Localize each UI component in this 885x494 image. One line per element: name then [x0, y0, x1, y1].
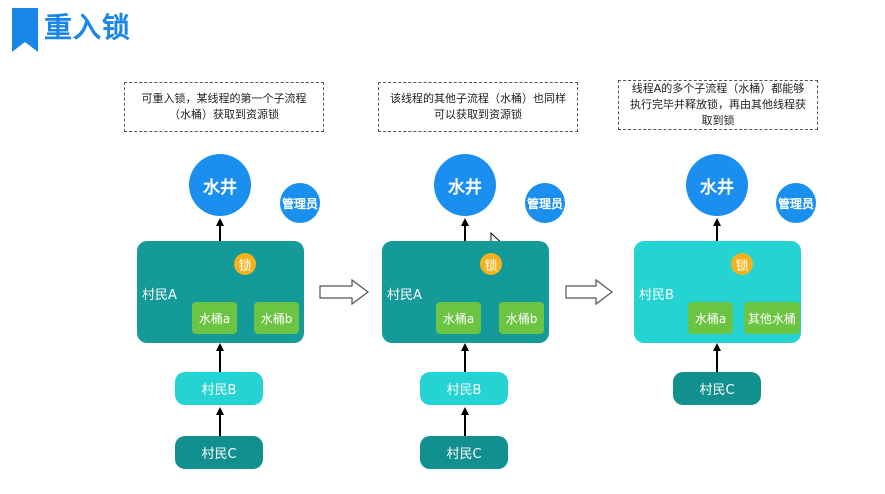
panel1-queue-villager-c: 村民C: [175, 436, 263, 469]
title-bookmark-icon: [12, 8, 38, 52]
panel3-well: 水井: [686, 154, 748, 216]
panel1-note: 可重入锁，某线程的第一个子流程（水桶）获取到资源锁: [124, 82, 324, 132]
panel1-village-label: 村民A: [142, 288, 177, 303]
panel3-queue-villager-c: 村民C: [673, 372, 761, 405]
panel3-village-label: 村民B: [639, 288, 674, 303]
panel2-note: 该线程的其他子流程（水桶）也同样可以获取到资源锁: [378, 82, 578, 132]
panel3-lock-icon: 锁: [731, 253, 753, 275]
page-title: 重入锁: [44, 11, 132, 44]
panel2-admin: 管理员: [525, 183, 565, 223]
panel2-queue-villager-c: 村民C: [420, 436, 508, 469]
panel2-well: 水井: [434, 154, 496, 216]
panel1-bucket-a: 水桶a: [192, 302, 237, 334]
panel1-well: 水井: [189, 154, 251, 216]
panel2-queue-villager-b: 村民B: [420, 372, 508, 405]
transition-arrow-2: [565, 278, 613, 306]
panel1-admin: 管理员: [280, 183, 320, 223]
panel1-queue-villager-b: 村民B: [175, 372, 263, 405]
panel3-bucket-other: 其他水桶: [744, 302, 800, 334]
panel1-lock-icon: 锁: [234, 253, 256, 275]
panel2-village-label: 村民A: [387, 288, 422, 303]
panel2-lock-icon: 锁: [480, 253, 502, 275]
panel3-admin: 管理员: [776, 183, 816, 223]
panel3-note: 线程A的多个子流程（水桶）都能够执行完毕并释放锁，再由其他线程获取到锁: [618, 80, 818, 130]
transition-arrow-1: [319, 278, 369, 306]
panel2-bucket-a: 水桶a: [436, 302, 481, 334]
panel1-bucket-b: 水桶b: [254, 302, 299, 334]
panel3-bucket-a: 水桶a: [688, 302, 733, 334]
panel2-bucket-b: 水桶b: [499, 302, 544, 334]
